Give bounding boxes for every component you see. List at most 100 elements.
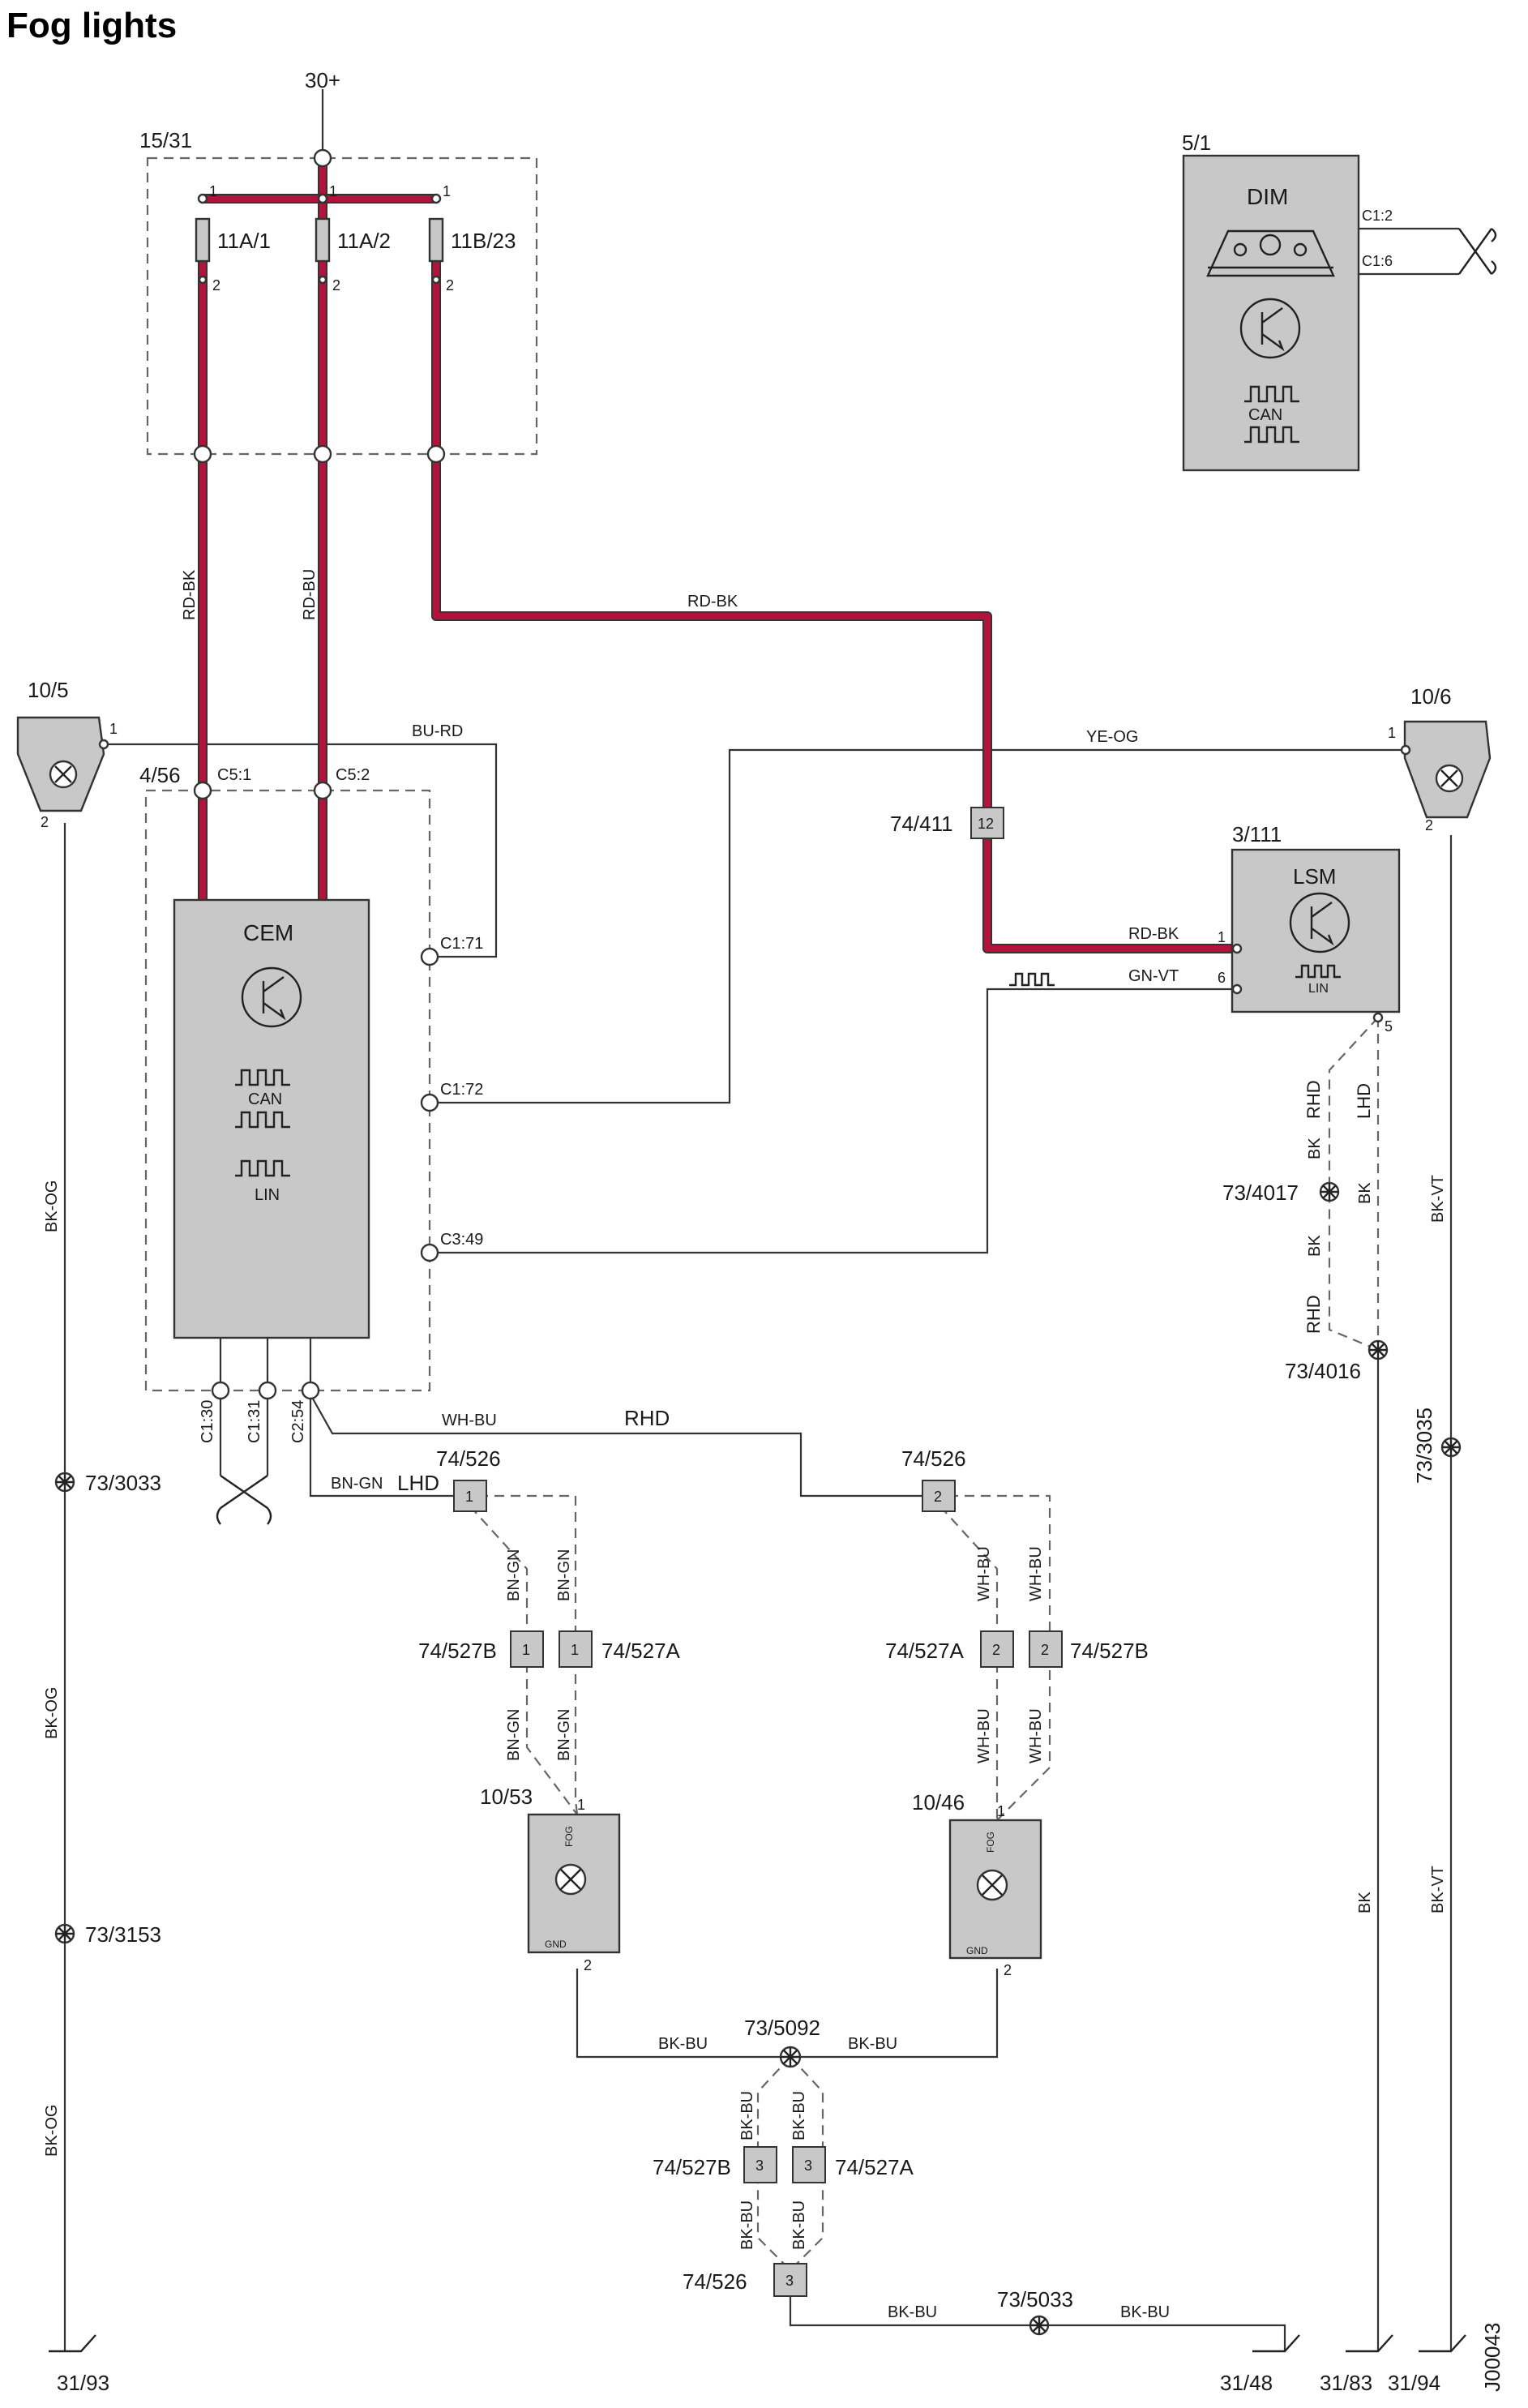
connector-pin: 3 [804,2157,812,2174]
ground-31-93: 31/93 [49,2334,109,2395]
wire-label-bn-gn: BN-GN [331,1475,383,1493]
lsm-pin-5: 5 [1385,1018,1393,1035]
fuse-box-outline [146,156,538,456]
cem-pin-c1-31: C1:31 [246,1400,263,1443]
lamp-10-46-id: 10/46 [912,1790,965,1815]
ground-label: 31/83 [1320,2371,1372,2395]
lin-bus-icon [235,1159,290,1177]
wire-label-bk-og: BK-OG [43,1687,61,1739]
connector-pin: 3 [785,2273,794,2289]
cem-pin-c1-30: C1:30 [199,1400,216,1443]
switch-10-6-id: 10/6 [1410,684,1452,709]
wire-label-rd-bk: RD-BK [1128,925,1179,943]
ground-label: 31/48 [1220,2371,1273,2395]
fuse-pin-in: 1 [209,183,217,199]
wire-bu-rd [104,743,498,958]
connector-pin: 3 [755,2157,764,2174]
wire-wh-bu-alt [948,1494,1051,1821]
splice-73-4017-id: 73/4017 [1222,1180,1299,1205]
wire-label-bk: BK [1306,1235,1324,1257]
wire-label-bk-bu: BK-BU [738,2200,756,2250]
lamp-10-53-pin-1: 1 [577,1797,585,1813]
fuse-11a-2: 11A/2 1 2 [315,183,391,294]
connector-74-526-3: 3 [773,2263,807,2297]
fuse-11a-1: 11A/1 1 2 [195,183,271,294]
wire-label-bu-rd: BU-RD [412,722,463,740]
wire-label-bk-vt: BK-VT [1429,1866,1447,1913]
switch-10-6-pin-1: 1 [1388,725,1396,741]
connector-74-526-3-id: 74/526 [683,2269,747,2294]
switch-10-5-pin-1: 1 [109,721,118,737]
cem-pin-c2-54: C2:54 [289,1400,307,1443]
wire-label-wh-bu: WH-BU [975,1708,993,1763]
connector-74-527b-1: 1 [510,1630,544,1668]
connector-74-527b-2-id: 74/527B [1070,1639,1149,1663]
cem-id: 4/56 [139,763,181,787]
splice-73-3153-id: 73/3153 [85,1922,161,1947]
lin-bus-icon [1295,964,1341,979]
gn-vt-signal-icon [1009,972,1055,987]
wire-label-bn-gn: BN-GN [555,1549,573,1601]
connector-pin: 1 [465,1489,473,1505]
splice-73-4016-id: 73/4016 [1285,1359,1361,1383]
connector-pin: 2 [934,1489,942,1505]
wire-c2-54 [309,1395,460,1498]
wire-label-rd-bk: RD-BK [181,569,199,620]
fuse-11b-23: 11B/23 1 2 [428,183,516,294]
cem-can-label: CAN [248,1090,282,1108]
connector-74-527a-1: 1 [559,1630,593,1668]
cem-pin-c1-71: C1:71 [440,935,483,953]
wire-label-wh-bu: WH-BU [1027,1708,1045,1763]
wire-wh-bu [939,1506,999,1820]
fuse-pin-out: 2 [332,277,340,294]
wire-label-bk-bu: BK-BU [658,2035,708,2053]
lamp-10-46-fn: FOG [985,1832,996,1853]
lsm-name: LSM [1293,864,1336,889]
connector-74-527a-2: 2 [980,1630,1014,1668]
page-title: Fog lights [6,6,177,45]
dim-name: DIM [1247,184,1288,209]
splice-73-3035-id: 73/3035 [1412,1408,1436,1484]
splice-73-3035 [1440,1437,1462,1458]
connector-74-526-2-id: 74/526 [901,1446,966,1471]
switch-10-5-id: 10/5 [28,678,69,702]
connector-74-526-1-id: 74/526 [436,1446,501,1471]
connector-74-411: 12 [970,807,1004,839]
wire-label-bk-og: BK-OG [43,2105,61,2157]
switch-10-6 [1403,720,1492,819]
fuse-pin-out: 2 [212,277,220,294]
fuse-box-id: 15/31 [139,128,192,152]
connector-pin: 12 [978,816,994,832]
cem-lin-label: LIN [255,1186,280,1204]
transistor-icon [1289,892,1350,953]
fog-lamp-10-46 [948,1819,1042,1960]
connector-74-527a-3-id: 74/527A [835,2155,914,2179]
wire-label-bk-og: BK-OG [43,1180,61,1232]
transistor-icon [241,966,302,1028]
connector-pin: 2 [1041,1642,1049,1658]
cem-name: CEM [243,920,293,945]
cem-pin-c5-2: C5:2 [336,766,370,784]
cem-pin-c5-1: C5:1 [217,766,251,784]
wire-label-bn-gn: BN-GN [505,1709,523,1761]
lsm-id: 3/111 [1232,822,1282,846]
wire-rd-bk-2-outline [431,237,1232,953]
variant-rhd: RHD [624,1406,670,1430]
wire-label-bk-vt: BK-VT [1429,1175,1447,1223]
splice-73-5092-id: 73/5092 [744,2016,820,2040]
junction-nodes [98,148,1411,1400]
cem-outline [144,789,431,1392]
instrument-cluster-icon [1206,229,1335,277]
connector-74-527a-2-id: 74/527A [885,1639,965,1663]
ground-31-48: 31/48 [1220,2334,1300,2395]
wire-label-bk-bu: BK-BU [888,2303,937,2321]
wire-label-rhd: RHD [1303,1080,1324,1119]
wire-label-bk: BK [1356,1182,1374,1204]
wire-rd-bk-2 [433,237,1232,952]
twist-icon [1458,228,1497,275]
connector-74-527b-1-id: 74/527B [418,1639,497,1663]
cem-pin-c3-49: C3:49 [440,1231,483,1249]
supply-label: 30+ [305,68,340,92]
connector-74-411-id: 74/411 [890,812,953,836]
